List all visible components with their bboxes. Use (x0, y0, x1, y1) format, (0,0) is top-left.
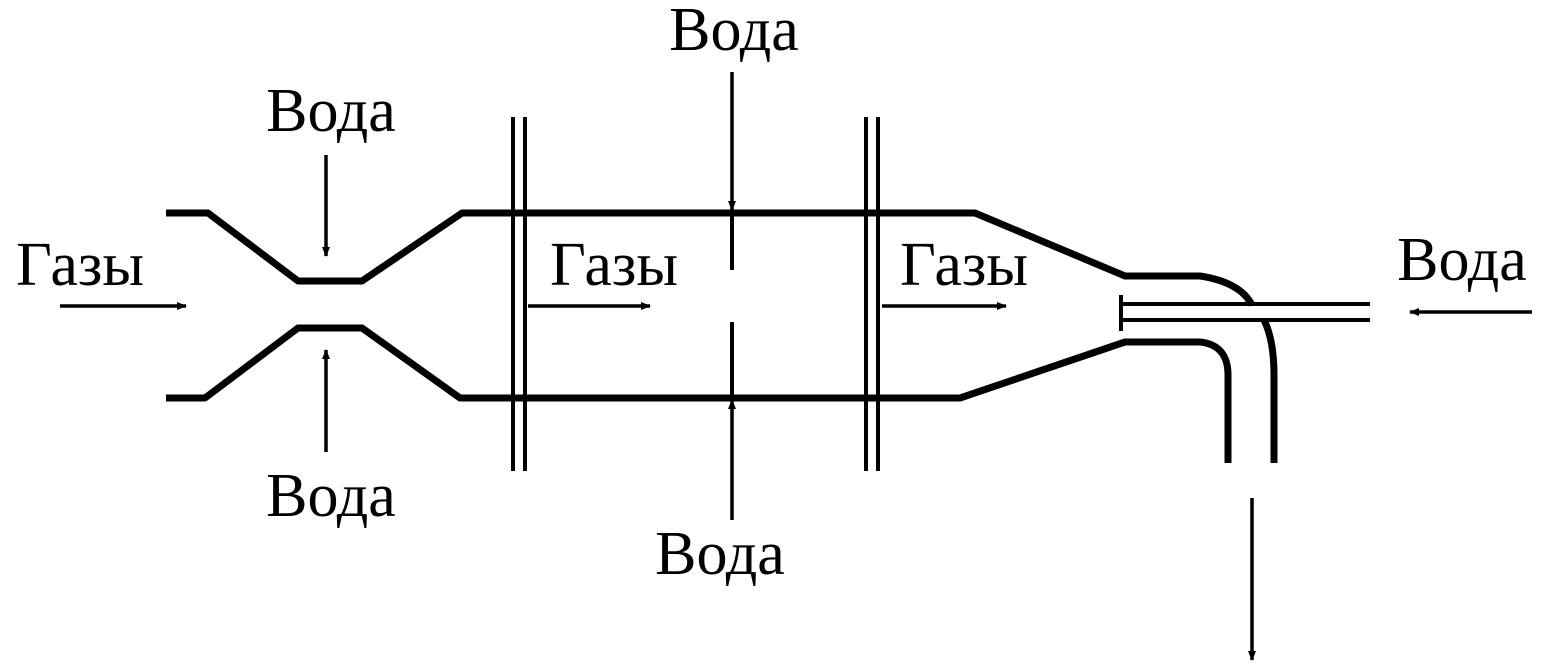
upper-wall (166, 209, 1256, 307)
outlet-pipe-outer-wall (1260, 318, 1278, 463)
label-water-bottom-center: Вода (655, 520, 785, 588)
lower-wall (166, 324, 1232, 463)
label-water-bottom-left: Вода (266, 462, 396, 530)
label-gases-middle: Газы (550, 231, 678, 299)
label-water-top-left: Вода (266, 77, 396, 145)
label-gases-left: Газы (16, 231, 144, 299)
label-gases-right: Газы (900, 231, 1028, 299)
label-water-top-center: Вода (669, 0, 799, 64)
label-water-right: Вода (1397, 226, 1527, 294)
